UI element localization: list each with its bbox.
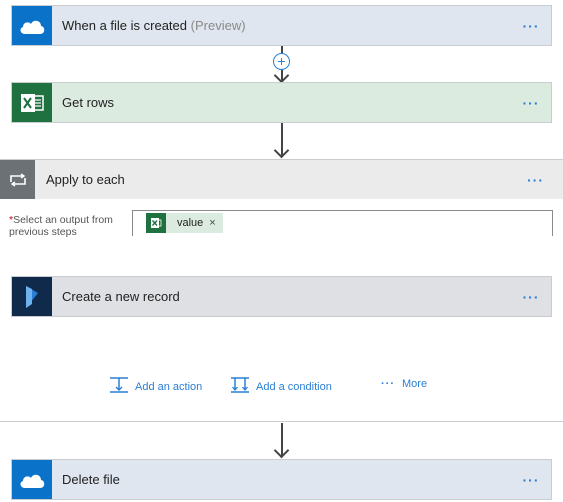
connector-arrow: [273, 67, 290, 84]
create-record-menu-button[interactable]: ···: [522, 288, 540, 305]
value-token-label: value: [177, 217, 204, 229]
add-an-action-button[interactable]: Add an action: [109, 376, 202, 397]
trigger-title: When a file is created (Preview): [62, 18, 511, 33]
trigger-subtitle: (Preview): [190, 18, 246, 33]
more-dots-icon: ···: [381, 378, 395, 390]
loop-icon: [0, 160, 35, 199]
apply-to-each-title: Apply to each: [46, 172, 125, 187]
onedrive-cloud-icon: [12, 460, 52, 499]
delete-file-title: Delete file: [62, 472, 120, 487]
add-an-action-label: Add an action: [135, 380, 203, 393]
excel-icon: [146, 213, 166, 233]
get-rows-card[interactable]: Get rows ···: [11, 82, 552, 123]
create-record-title: Create a new record: [62, 289, 180, 304]
get-rows-menu-button[interactable]: ···: [522, 94, 540, 111]
connector-arrow: [273, 142, 290, 159]
create-record-card[interactable]: Create a new record ···: [11, 276, 552, 317]
add-a-condition-label: Add a condition: [256, 380, 332, 393]
excel-icon: [12, 83, 52, 122]
connector-line: [281, 423, 283, 457]
dynamics-icon: [12, 277, 52, 316]
select-output-label-text: Select an output from previous steps: [9, 214, 113, 238]
trigger-menu-button[interactable]: ···: [522, 17, 540, 34]
add-condition-icon: [230, 376, 250, 397]
delete-file-menu-button[interactable]: ···: [522, 471, 540, 488]
add-a-condition-button[interactable]: Add a condition: [230, 376, 332, 397]
delete-file-card[interactable]: Delete file ···: [11, 459, 552, 500]
remove-token-button[interactable]: ×: [209, 217, 216, 229]
apply-to-each-scope: Apply to each ··· *Select an output from…: [0, 159, 563, 422]
required-marker: *: [9, 214, 14, 226]
connector-line: [281, 123, 283, 157]
more-button[interactable]: ··· More: [381, 378, 427, 390]
select-output-input[interactable]: value ×: [132, 210, 553, 236]
trigger-title-text: When a file is created: [62, 18, 188, 33]
value-token[interactable]: value ×: [146, 213, 223, 233]
insert-step-button[interactable]: +: [273, 53, 290, 70]
apply-to-each-menu-button[interactable]: ···: [527, 171, 544, 188]
apply-to-each-header[interactable]: Apply to each ···: [0, 160, 563, 199]
trigger-card-when-file-created[interactable]: When a file is created (Preview) ···: [11, 5, 552, 46]
select-output-label: *Select an output from previous steps: [9, 214, 124, 238]
add-action-icon: [109, 376, 129, 397]
add-actions-row: Add an action Add a condition ··· More: [0, 376, 563, 398]
get-rows-title: Get rows: [62, 95, 115, 110]
connector-arrow: [273, 442, 290, 459]
onedrive-cloud-icon: [12, 6, 52, 45]
more-label: More: [402, 378, 428, 390]
